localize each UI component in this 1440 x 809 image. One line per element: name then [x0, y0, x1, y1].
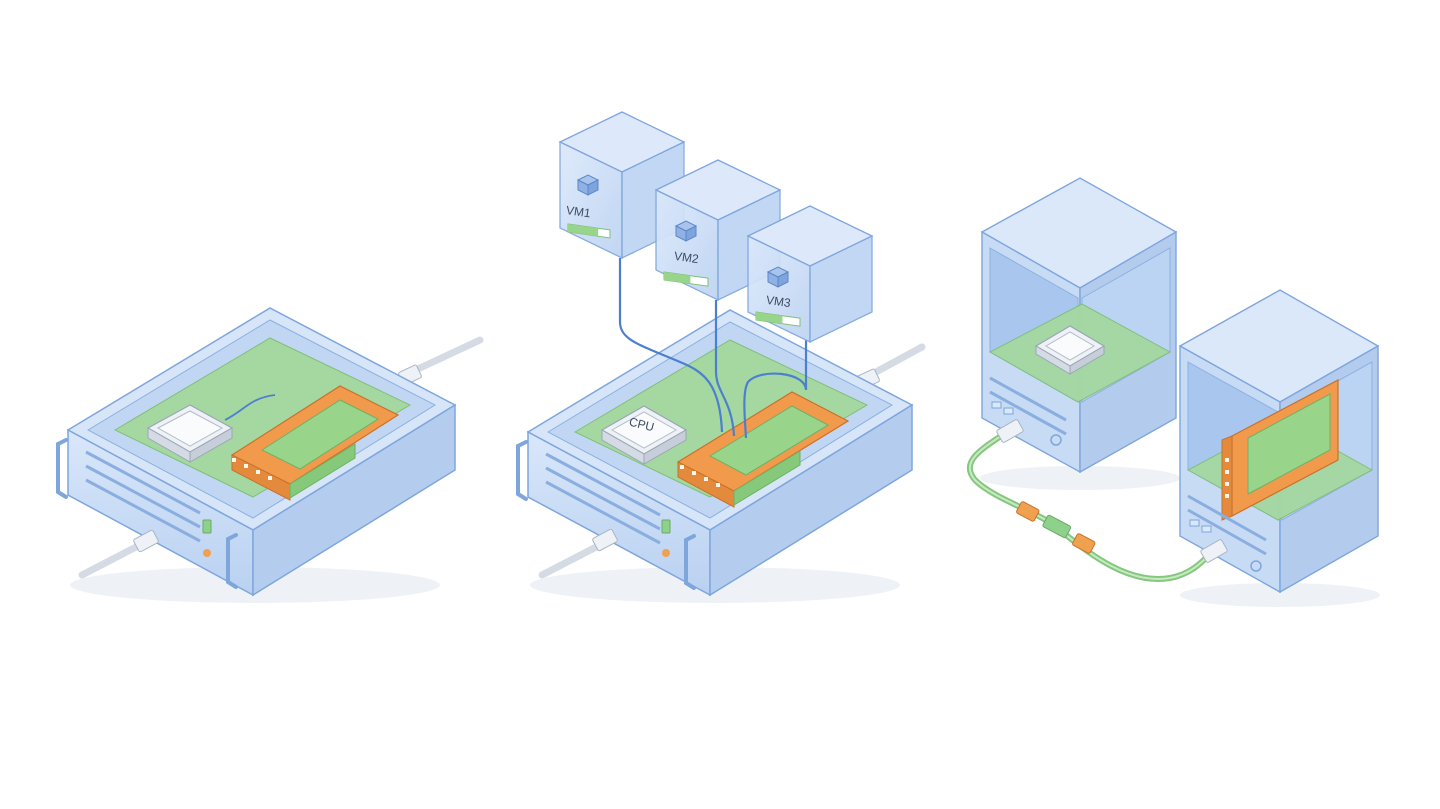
chassis-side [709, 403, 913, 597]
vm-cube-3: VM3 [746, 205, 874, 344]
gpu-card-icon [230, 385, 400, 501]
chassis-side [252, 403, 456, 597]
network-cable-icon [538, 541, 604, 579]
cable-connector [996, 419, 1024, 443]
cable-connector [1200, 539, 1228, 563]
drive-slot [85, 450, 201, 515]
vm1-usage-bar [567, 223, 611, 239]
drive-slot [545, 452, 661, 517]
rack-handle [684, 534, 696, 590]
vm1-label: VM1 [565, 203, 592, 220]
server-middle: CPU [516, 258, 926, 603]
drive-slot [545, 480, 661, 545]
network-cable-icon [78, 541, 144, 579]
vm3-label: VM3 [765, 293, 792, 310]
cpu-chip-icon [146, 404, 234, 463]
drive-slot [85, 464, 201, 529]
vm2-usage-bar [663, 271, 709, 287]
rack-handle [56, 438, 68, 499]
drive-slot [545, 466, 661, 531]
vm3-usage-bar [755, 311, 801, 327]
drive-slot [85, 478, 201, 543]
cpu-label: CPU [628, 415, 656, 435]
server-left [56, 307, 484, 603]
cpu-chip-icon [600, 405, 688, 465]
data-link [224, 394, 276, 421]
gpu-card-icon [1221, 379, 1339, 521]
rack-handle [226, 533, 238, 589]
network-cable-icon [966, 419, 1228, 583]
cable-coupler [1016, 501, 1040, 522]
rack-handle [516, 440, 528, 501]
cpu-chip-icon [1034, 325, 1106, 375]
vm3-link [743, 340, 808, 439]
power-button [1050, 434, 1062, 446]
cable-coupler [1042, 514, 1072, 539]
tower-left [980, 177, 1180, 490]
gpu-card-icon [676, 391, 850, 508]
cable-coupler [1072, 533, 1096, 554]
power-button [203, 549, 211, 557]
tower-right [1178, 289, 1380, 607]
cable-connector [133, 529, 159, 553]
vm1-link [618, 258, 724, 433]
vm2-link [714, 300, 736, 437]
cable-connector [592, 528, 618, 552]
vm2-label: VM2 [673, 249, 700, 266]
status-led [202, 519, 212, 534]
power-button [662, 549, 670, 557]
status-led [661, 519, 671, 534]
power-button [1250, 560, 1262, 572]
